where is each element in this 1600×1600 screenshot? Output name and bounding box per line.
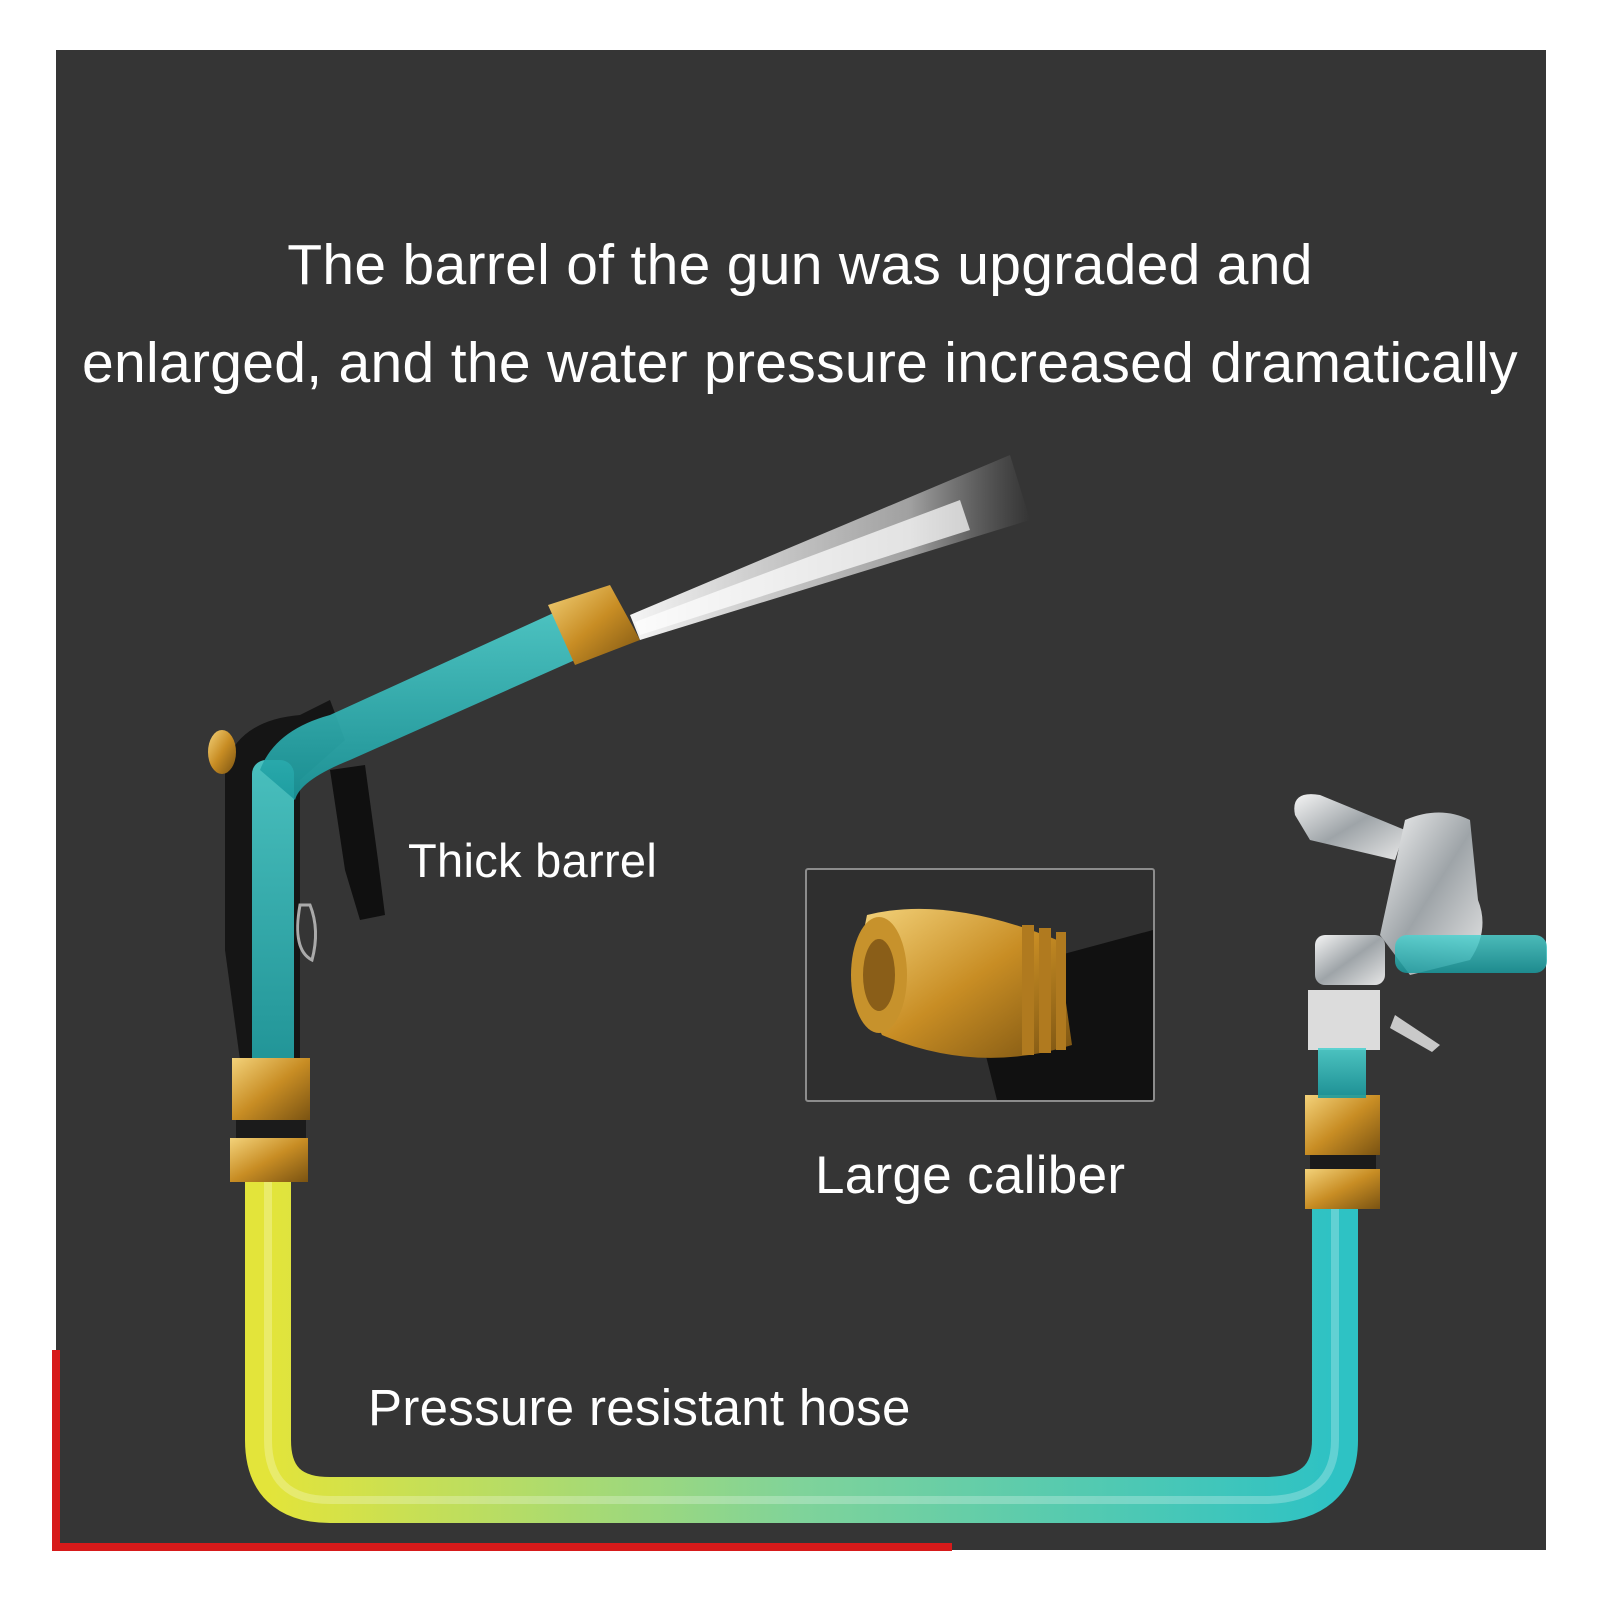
spray-gun-icon — [208, 585, 640, 1182]
red-accent-bar-bottom — [52, 1543, 952, 1551]
headline-line-1: The barrel of the gun was upgraded and — [287, 233, 1313, 297]
label-large-caliber: Large caliber — [815, 1146, 1126, 1205]
water-spray-icon — [630, 455, 1030, 640]
water-tap-icon — [1294, 794, 1547, 1209]
red-accent-bar — [52, 1350, 60, 1550]
hose-icon — [245, 1157, 1358, 1523]
label-pressure-hose: Pressure resistant hose — [368, 1379, 911, 1436]
nozzle-detail-inset — [805, 868, 1155, 1102]
headline-line-2: enlarged, and the water pressure increas… — [82, 331, 1518, 395]
label-thick-barrel: Thick barrel — [408, 834, 658, 887]
brass-nozzle-icon — [851, 908, 1153, 1100]
